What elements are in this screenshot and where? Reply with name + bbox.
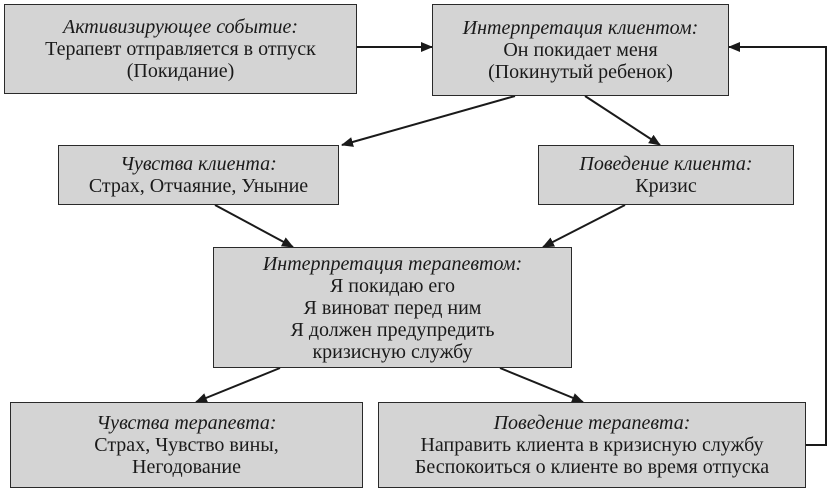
feedback-arrow-behavior-to-client-interpretation: [728, 42, 827, 446]
client-behavior-title: Поведение клиента:: [579, 153, 753, 175]
therapist-behavior-box: Поведение терапевта: Направить клиента в…: [378, 402, 806, 488]
arrow-therapist-interpretation-to-therapist-behavior: [499, 367, 584, 403]
arrow-therapist-interpretation-to-therapist-feelings: [195, 367, 281, 403]
arrow-client-behavior-to-therapist-interpretation: [542, 204, 626, 248]
therapist-interpretation-box: Интерпретация терапевтом: Я покидаю его …: [213, 247, 572, 368]
arrow-client-feelings-to-therapist-interpretation: [214, 204, 294, 248]
client-interpretation-box: Интерпретация клиентом: Он покидает меня…: [432, 4, 729, 96]
trigger-event-title: Активизирующее событие:: [63, 16, 298, 38]
therapist-interpretation-title: Интерпретация терапевтом:: [262, 252, 523, 275]
trigger-event-box: Активизирующее событие: Терапевт отправл…: [4, 4, 357, 94]
therapist-feelings-box: Чувства терапевта: Страх, Чувство вины, …: [10, 402, 363, 488]
client-interpretation-line: (Покинутый ребенок): [488, 61, 673, 83]
therapist-feelings-line: Негодование: [132, 456, 241, 478]
therapist-interpretation-line: Я покидаю его: [329, 274, 456, 297]
therapist-interpretation-line: Я должен предупредить: [290, 318, 495, 341]
therapist-behavior-line: Беспокоиться о клиенте во время отпуска: [414, 456, 770, 478]
therapist-interpretation-line: Я виноват перед ним: [303, 296, 482, 319]
client-behavior-line: Кризис: [635, 175, 697, 197]
therapist-feelings-title: Чувства терапевта:: [96, 412, 277, 434]
arrow-interpretation-to-client-behavior: [584, 95, 661, 146]
therapist-behavior-line: Направить клиента в кризисную службу: [420, 434, 764, 456]
therapist-interpretation-line: кризисную службу: [312, 340, 473, 363]
therapist-behavior-title: Поведение терапевта:: [493, 412, 691, 434]
client-feelings-line: Страх, Отчаяние, Уныние: [88, 175, 309, 197]
trigger-event-line: Терапевт отправляется в отпуск: [45, 38, 316, 60]
client-feelings-title: Чувства клиента:: [120, 153, 277, 175]
client-interpretation-title: Интерпретация клиентом:: [462, 17, 699, 39]
client-behavior-box: Поведение клиента: Кризис: [538, 145, 794, 205]
arrow-interpretation-to-client-feelings: [341, 95, 516, 147]
therapist-feelings-line: Страх, Чувство вины,: [94, 434, 279, 456]
client-interpretation-line: Он покидает меня: [503, 39, 658, 61]
client-feelings-box: Чувства клиента: Страх, Отчаяние, Уныние: [58, 145, 339, 205]
trigger-event-line: (Покидание): [126, 60, 235, 82]
